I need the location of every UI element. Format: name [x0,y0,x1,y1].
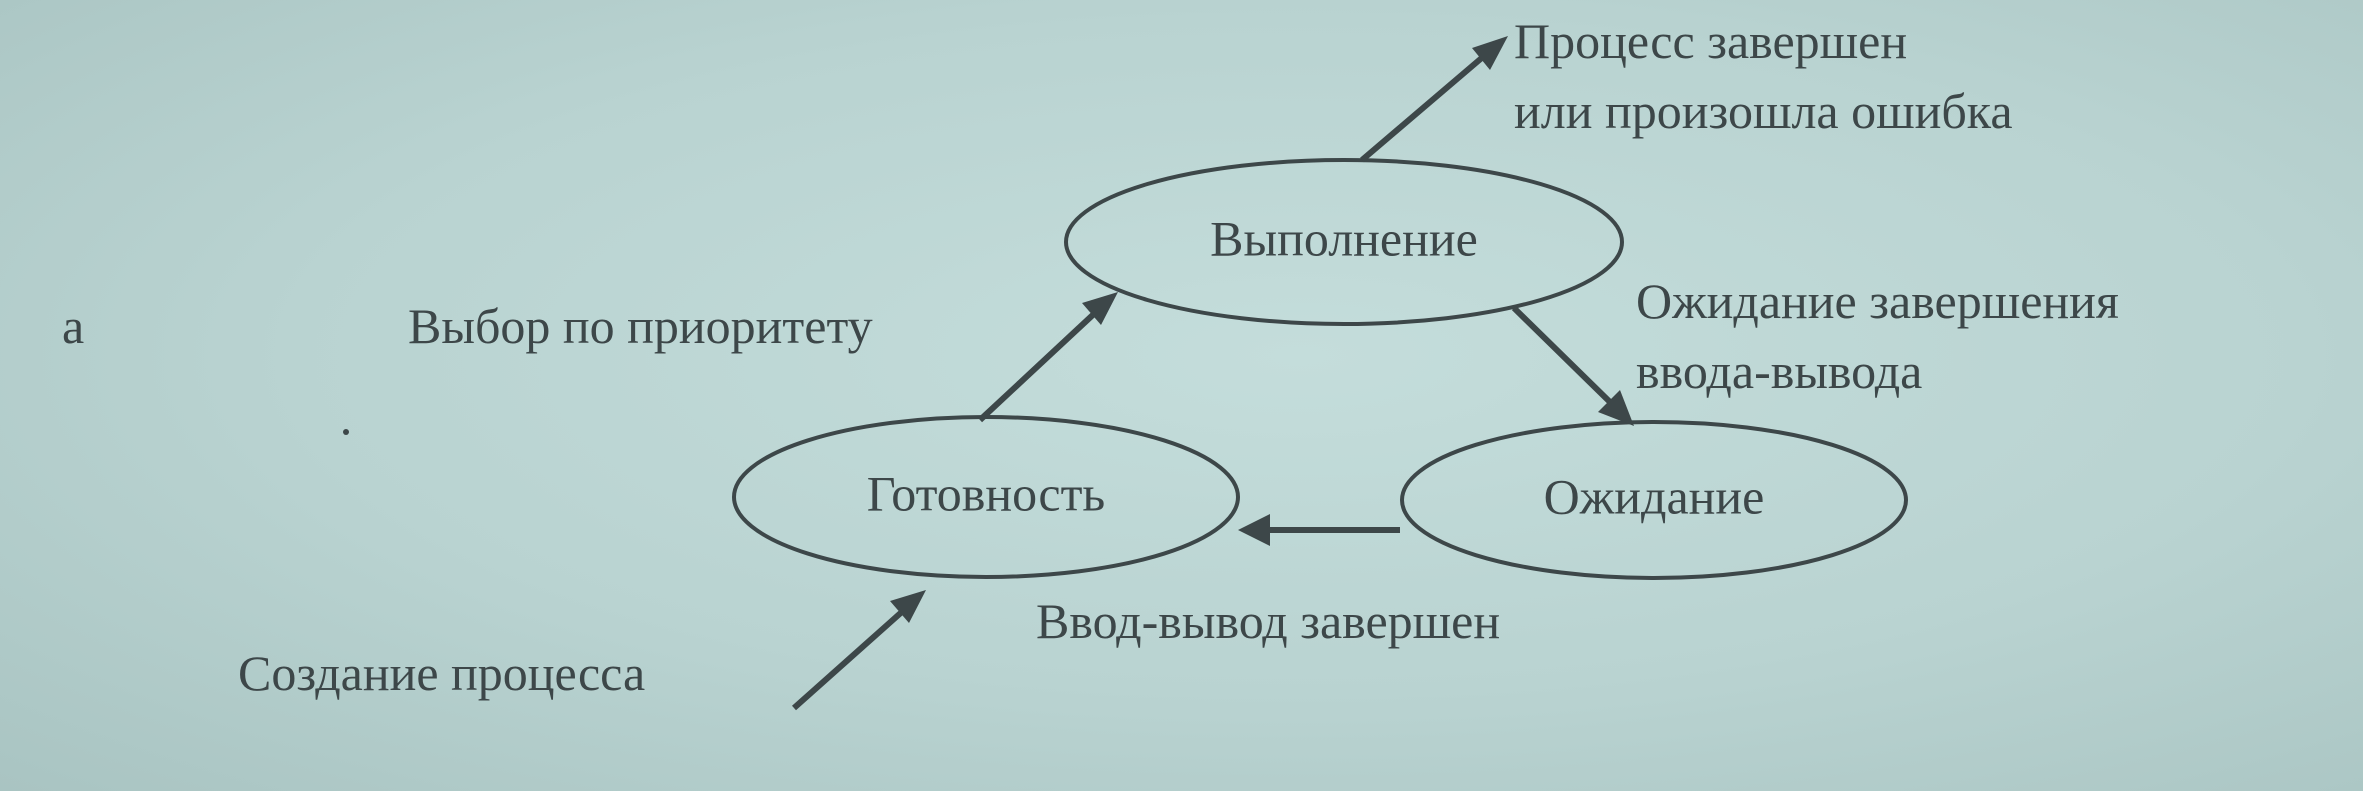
state-waiting-ellipse [1400,420,1908,580]
label-exit-line1: Процесс завершен [1514,13,1907,69]
arrow-running-to-exit [1360,36,1508,163]
state-running-ellipse [1064,158,1624,326]
arrow-waiting-to-ready [1238,514,1400,546]
label-io-done: Ввод-вывод завершен [1036,593,1500,649]
stray-dot [343,429,349,435]
label-create-process: Создание процесса [238,645,645,701]
label-wait-io-line1: Ожидание завершения [1636,273,2119,329]
label-wait-io-line2: ввода-вывода [1636,343,1922,399]
figure-letter: а [62,298,84,354]
arrow-create-to-ready [792,590,926,711]
arrow-running-to-waiting [1511,305,1634,426]
state-ready-label: Готовность [867,465,1106,521]
state-running-label: Выполнение [1210,210,1478,266]
state-waiting-label: Ожидание [1544,468,1765,524]
label-select-by-priority: Выбор по приоритету [408,298,873,354]
state-running: Выполнение [1064,158,1624,326]
state-ready: Готовность [732,415,1240,579]
state-waiting: Ожидание [1400,420,1908,580]
arrow-ready-to-running [977,292,1118,423]
label-exit-line2: или произошла ошибка [1514,83,2013,139]
